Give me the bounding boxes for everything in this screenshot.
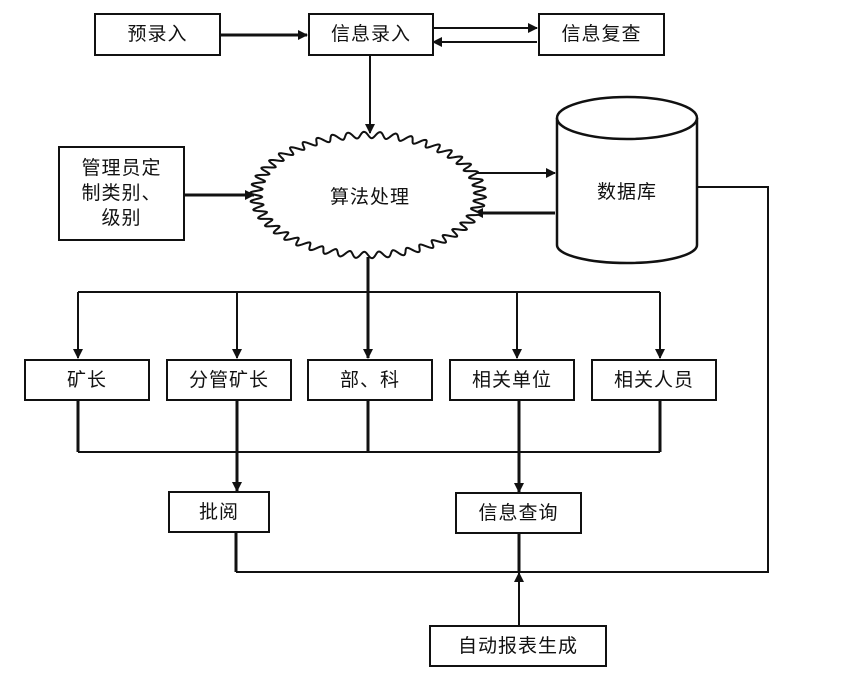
node-related-units: 相关单位 xyxy=(449,359,575,401)
node-auto-report: 自动报表生成 xyxy=(429,625,607,667)
node-info-review: 信息复查 xyxy=(538,13,665,56)
node-database: 数据库 xyxy=(596,180,657,203)
node-pre-entry: 预录入 xyxy=(94,13,221,56)
node-deputy-director: 分管矿长 xyxy=(166,359,292,401)
node-dept-section: 部、科 xyxy=(307,359,433,401)
node-info-entry: 信息录入 xyxy=(308,13,434,56)
admin-config-line-2: 制类别、 xyxy=(81,182,162,205)
node-admin-config: 管理员定 制类别、 级别 xyxy=(58,146,185,241)
admin-config-line-1: 管理员定 xyxy=(81,157,162,180)
node-mine-director: 矿长 xyxy=(24,359,150,401)
database-cylinder xyxy=(555,95,699,265)
node-info-query: 信息查询 xyxy=(455,492,582,534)
admin-config-line-3: 级别 xyxy=(101,206,142,229)
node-related-staff: 相关人员 xyxy=(591,359,717,401)
node-algorithm: 算法处理 xyxy=(329,185,410,208)
node-review-approve: 批阅 xyxy=(168,491,270,533)
algorithm-shape xyxy=(248,130,488,260)
edge-database-bus xyxy=(236,186,769,573)
